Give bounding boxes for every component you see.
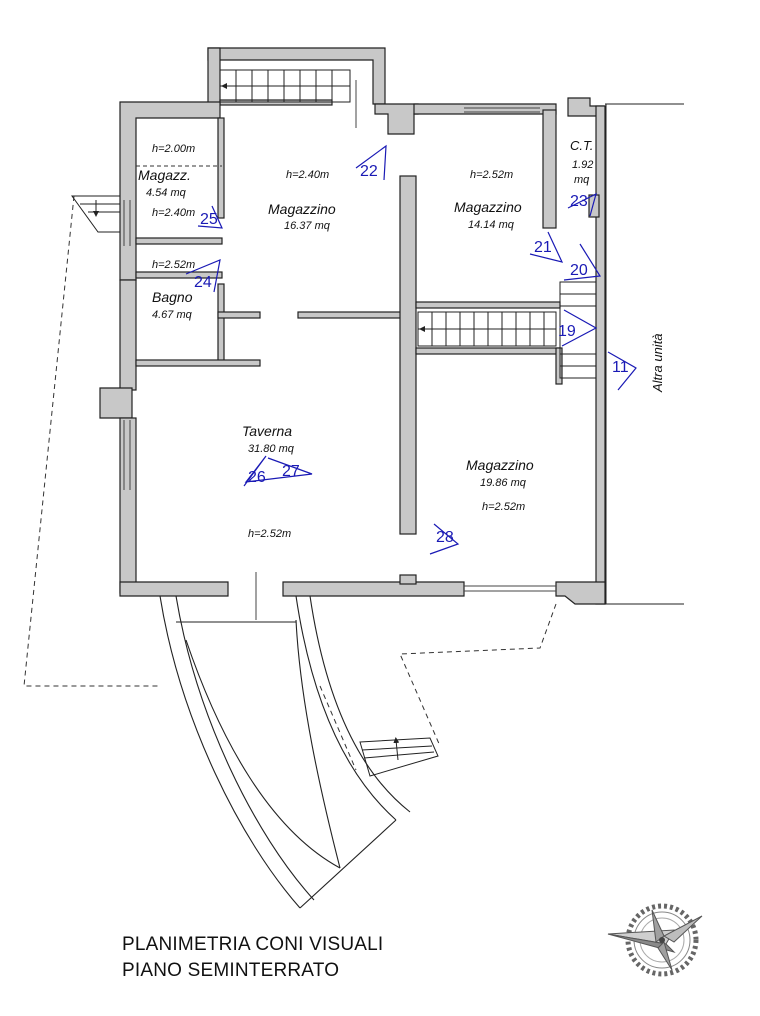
ct-name: C.T. (570, 138, 593, 153)
cone-19-label: 19 (558, 323, 576, 340)
wall-magazz-right (217, 117, 225, 219)
magazz-h-bottom: h=2.40m (152, 207, 195, 219)
magazz-h-top: h=2.00m (152, 143, 195, 155)
wall-bottom-mid (282, 581, 465, 597)
cone-22-shape (567, 192, 597, 217)
magazzino-bottom-height: h=2.52m (482, 501, 525, 513)
wall-left-ext-a (119, 279, 137, 391)
cone-26-27-shape (243, 455, 313, 487)
magazzino-center-height: h=2.40m (286, 169, 329, 181)
stair-right (417, 281, 597, 379)
wall-left-ext-b (119, 417, 137, 594)
stair-left-outdoor (71, 195, 121, 233)
ct-area: 1.92 (572, 159, 593, 171)
cone-24-shape (185, 259, 221, 293)
taverna-name: Taverna (242, 423, 292, 439)
magazz-area: 4.54 mq (146, 187, 187, 199)
wall-ct-left (542, 109, 557, 229)
cone-21-label: 21 (534, 239, 552, 256)
boundary-lines (605, 103, 684, 605)
cone-23-shape (355, 144, 387, 181)
wall-left-step (99, 387, 133, 419)
wall-magazz-bottom (135, 237, 223, 245)
wall-center-v (399, 175, 417, 535)
ct-unit: mq (574, 174, 590, 186)
cone-20-label: 20 (570, 262, 588, 279)
room-labels: h=2.00m Magazz. 4.54 mq h=2.40m h=2.52m … (138, 138, 665, 540)
magazzino-center-area: 16.37 mq (284, 220, 331, 232)
plan-title-line2: PIANO SEMINTERRATO (122, 960, 340, 981)
cone-28-label: 28 (436, 529, 454, 546)
site-boundary (23, 195, 557, 771)
magazzino-right-height: h=2.52m (470, 169, 513, 181)
cone-11-label: 11 (612, 359, 629, 376)
cone-27-label: 27 (282, 463, 300, 480)
bagno-area: 4.67 mq (152, 309, 193, 321)
cone-20-shape (563, 243, 602, 281)
wall-stair-left (207, 47, 221, 105)
cone-21-shape (529, 231, 564, 263)
wall-right-h-top (415, 301, 561, 309)
wall-bagno-inner (217, 311, 261, 319)
stair-top (219, 69, 351, 103)
magazzino-right-area: 14.14 mq (468, 219, 515, 231)
wall-right-ext (595, 105, 606, 605)
cone-25-label: 25 (200, 211, 218, 228)
view-cones (185, 144, 637, 555)
wall-corridor-h (297, 311, 407, 319)
wall-bottom-right (555, 581, 606, 605)
wall-bagno-top (135, 271, 223, 279)
magazz-name: Magazz. (138, 167, 191, 183)
cone-28-shape (429, 523, 460, 555)
plan-title-line1: PLANIMETRIA CONI VISUALI (122, 934, 384, 955)
neighbor-label: Altra unità (650, 333, 665, 393)
bagno-height: h=2.52m (152, 259, 195, 271)
cone-19-shape (561, 309, 598, 347)
stair-bottom-outdoor (359, 737, 439, 777)
cone-labels: 22 25 24 23 21 20 19 11 26 27 28 (194, 163, 629, 546)
magazzino-center-name: Magazzino (268, 201, 336, 217)
wall-bagno-right-a (217, 283, 225, 365)
compass-rose-icon (607, 903, 703, 977)
cone-24-label: 24 (194, 274, 212, 291)
cone-11-shape (607, 351, 637, 391)
magazzino-right-name: Magazzino (454, 199, 522, 215)
magazzino-bottom-name: Magazzino (466, 457, 534, 473)
cone-22-label: 23 (570, 193, 588, 210)
wall-bagno-bottom (135, 359, 261, 367)
magazzino-bottom-area: 19.86 mq (480, 477, 527, 489)
wall-top-mid (374, 103, 419, 135)
cone-23-label: 22 (360, 163, 378, 180)
curved-ramp (159, 595, 411, 909)
openings (123, 80, 556, 620)
wall-right-h-bot (415, 347, 561, 355)
cone-25-shape (197, 205, 223, 229)
wall-bottom-left (119, 581, 229, 597)
wall-stair-top (207, 47, 386, 105)
taverna-area: 31.80 mq (248, 443, 295, 455)
taverna-height: h=2.52m (248, 528, 291, 540)
walls (99, 47, 606, 605)
bagno-name: Bagno (152, 289, 193, 305)
cone-26-label: 26 (248, 469, 266, 486)
wall-bottom-nub (399, 574, 417, 585)
